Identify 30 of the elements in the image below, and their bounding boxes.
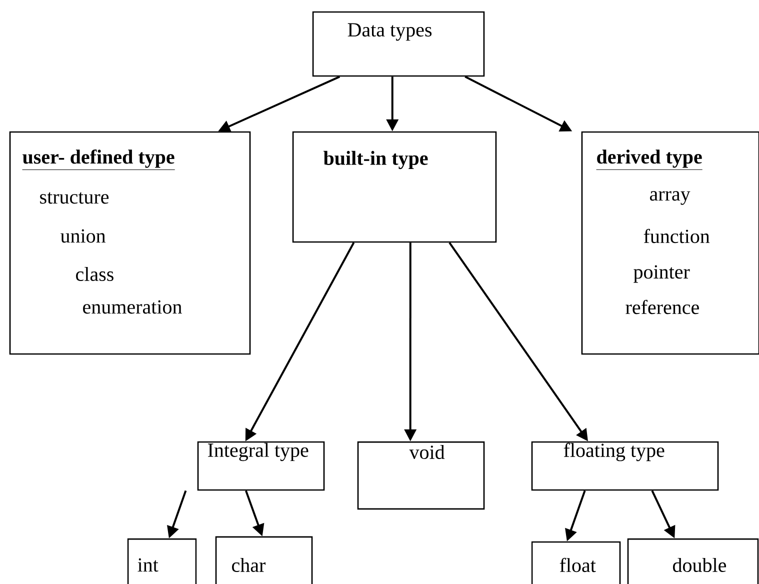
box-label: floating type [564, 442, 664, 462]
list-item: union [60, 229, 106, 243]
type-box [357, 441, 485, 510]
type-box [531, 541, 621, 584]
type-box [9, 131, 251, 355]
list-item: enumeration [83, 300, 182, 314]
list-item: pointer [634, 265, 690, 283]
heading: user- defined type [22, 149, 176, 170]
list-item: array [650, 191, 690, 205]
type-box [215, 536, 313, 584]
box-label: float [560, 558, 596, 572]
type-box [197, 441, 325, 491]
type-box [312, 11, 485, 77]
list-item: function [644, 228, 710, 244]
heading: built-in type [324, 150, 428, 170]
list-item: class [76, 266, 114, 282]
heading: derived type [596, 150, 703, 170]
type-box [581, 131, 759, 355]
type-box [531, 441, 719, 491]
type-box [127, 538, 197, 584]
box-label: double [673, 558, 726, 572]
box-label: int [138, 558, 158, 572]
box-label: void [409, 444, 445, 460]
box-label: char [232, 558, 266, 572]
list-item: reference [626, 300, 699, 314]
box-label: Data types [348, 23, 432, 41]
list-item: structure [40, 192, 109, 204]
type-box [627, 538, 759, 584]
box-label: Integral type [208, 442, 308, 462]
type-box [292, 131, 497, 243]
